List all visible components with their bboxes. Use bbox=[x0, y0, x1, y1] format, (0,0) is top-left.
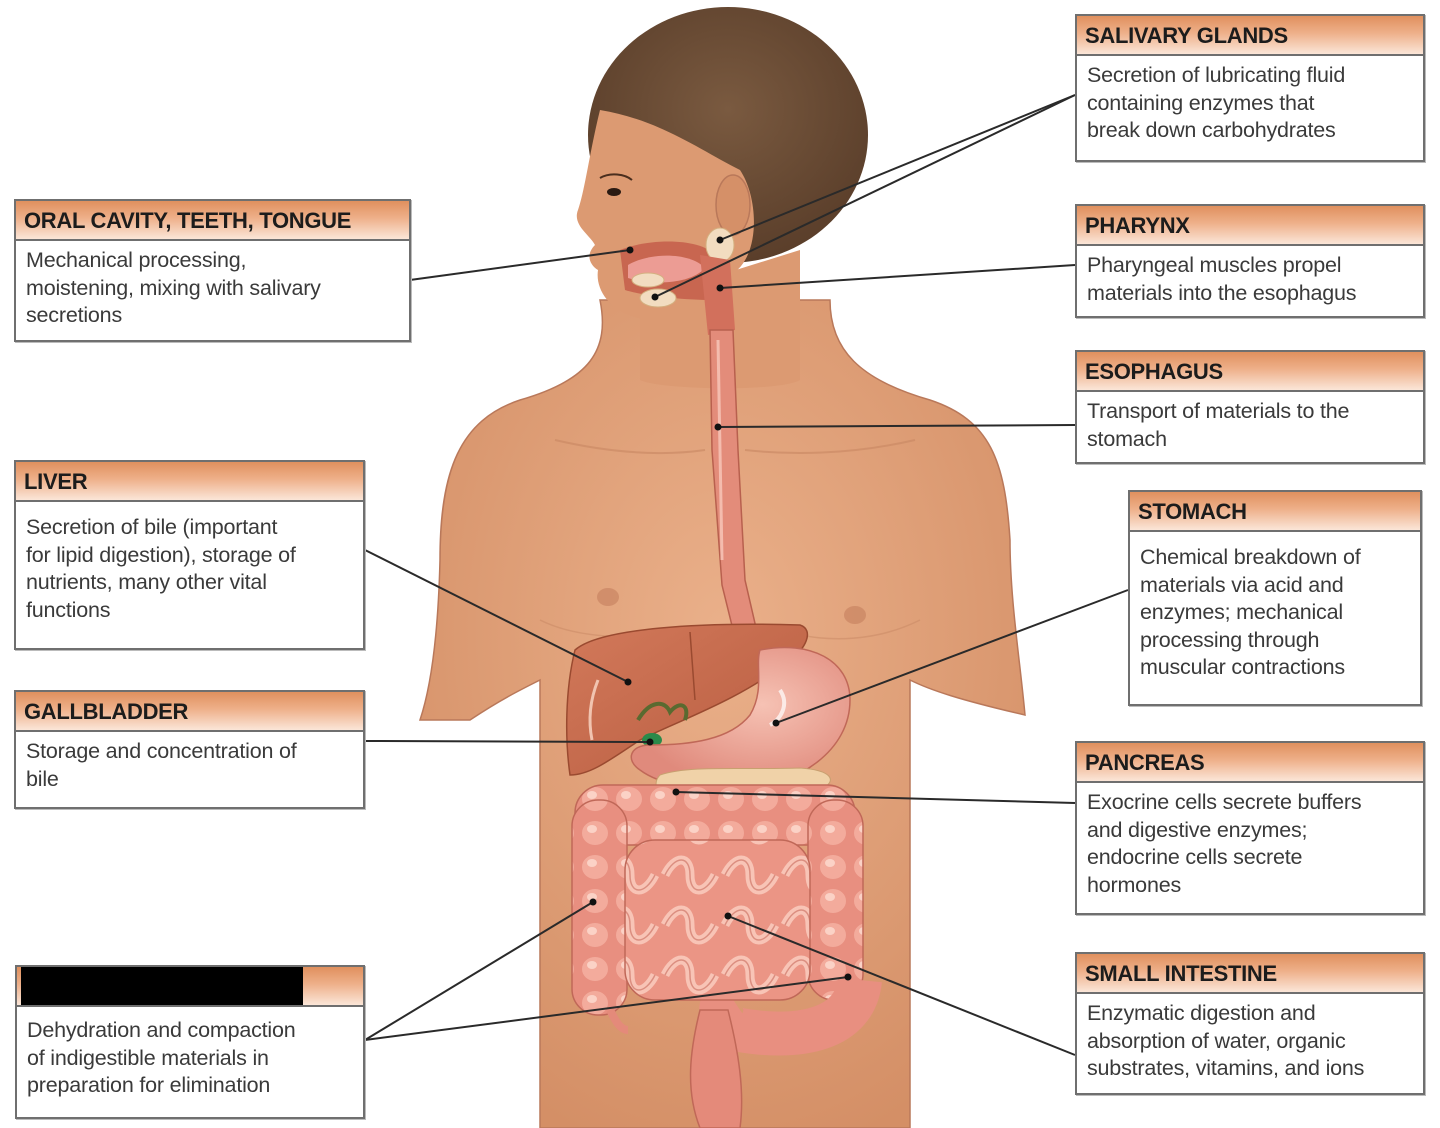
label-title: PHARYNX bbox=[1077, 206, 1423, 246]
label-title: ORAL CAVITY, TEETH, TONGUE bbox=[16, 201, 409, 241]
label-large-intestine: Dehydration and compaction of indigestib… bbox=[15, 965, 365, 1119]
label-esophagus: ESOPHAGUS Transport of materials to the … bbox=[1075, 350, 1425, 464]
label-description: Secretion of lubricating fluid containin… bbox=[1087, 63, 1346, 142]
label-title: SALIVARY GLANDS bbox=[1077, 16, 1423, 56]
head bbox=[576, 7, 868, 335]
label-pancreas: PANCREAS Exocrine cells secrete buffers … bbox=[1075, 741, 1425, 915]
label-description: Transport of materials to the stomach bbox=[1087, 399, 1350, 451]
label-small-intestine: SMALL INTESTINE Enzymatic digestion and … bbox=[1075, 952, 1425, 1095]
label-title: PANCREAS bbox=[1077, 743, 1423, 783]
label-description: Mechanical processing, moistening, mixin… bbox=[26, 248, 321, 327]
label-title: GALLBLADDER bbox=[16, 692, 363, 732]
label-title: ESOPHAGUS bbox=[1077, 352, 1423, 392]
liver bbox=[565, 623, 809, 776]
small-intestine bbox=[624, 839, 811, 1001]
label-title: SMALL INTESTINE bbox=[1077, 954, 1423, 994]
label-description: Chemical breakdown of materials via acid… bbox=[1140, 545, 1361, 679]
redacted-title-block bbox=[21, 967, 303, 1005]
label-pharynx: PHARYNX Pharyngeal muscles propel materi… bbox=[1075, 204, 1425, 318]
label-salivary-glands: SALIVARY GLANDS Secretion of lubricating… bbox=[1075, 14, 1425, 162]
label-title: STOMACH bbox=[1130, 492, 1420, 532]
large-intestine bbox=[571, 784, 882, 1128]
label-title: LIVER bbox=[16, 462, 363, 502]
label-title bbox=[17, 967, 363, 1007]
label-description: Exocrine cells secrete buffers and diges… bbox=[1087, 790, 1362, 897]
label-description: Dehydration and compaction of indigestib… bbox=[27, 1018, 296, 1097]
label-description: Secretion of bile (important for lipid d… bbox=[26, 515, 296, 622]
label-oral-cavity: ORAL CAVITY, TEETH, TONGUE Mechanical pr… bbox=[14, 199, 411, 342]
label-liver: LIVER Secretion of bile (important for l… bbox=[14, 460, 365, 650]
label-gallbladder: GALLBLADDER Storage and concentration of… bbox=[14, 690, 365, 809]
label-stomach: STOMACH Chemical breakdown of materials … bbox=[1128, 490, 1422, 706]
leader-lines bbox=[364, 94, 1129, 1056]
label-description: Pharyngeal muscles propel materials into… bbox=[1087, 253, 1357, 305]
pharynx bbox=[700, 255, 735, 335]
label-description: Enzymatic digestion and absorption of wa… bbox=[1087, 1001, 1365, 1080]
label-description: Storage and concentration of bile bbox=[26, 739, 297, 791]
